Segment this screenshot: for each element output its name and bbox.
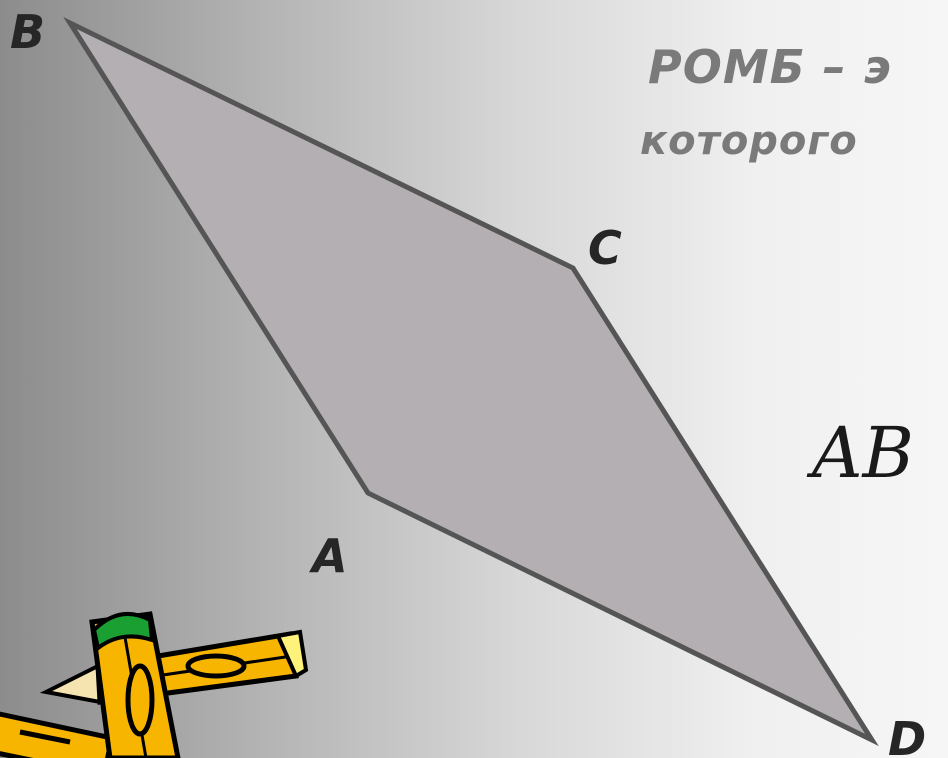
vertex-label-b: B [10, 5, 45, 59]
vertex-label-d: D [888, 712, 926, 758]
heading-line-1: РОМБ – э [648, 40, 892, 94]
vertex-label-c: C [588, 221, 622, 275]
formula-ab: AB [812, 412, 914, 494]
heading-line-2: которого [640, 118, 858, 164]
vertex-label-a: A [309, 529, 348, 583]
vertical-pencil [89, 611, 181, 758]
horizontal-pencil [39, 629, 309, 705]
rhombus-shape [63, 16, 879, 747]
pencils-icon [0, 611, 309, 758]
